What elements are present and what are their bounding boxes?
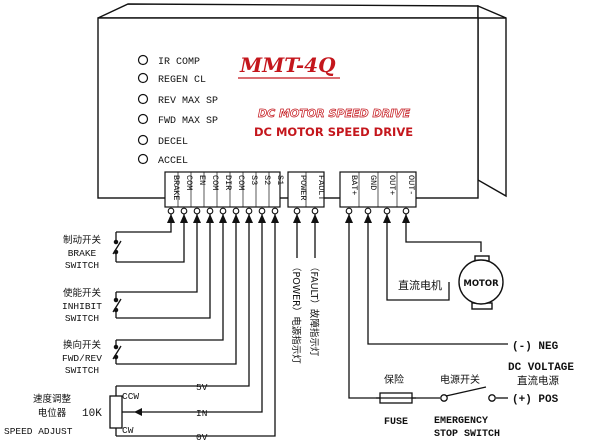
pot-label: FWD MAX SP <box>158 116 218 127</box>
brake-switch-en1: BRAKE <box>68 248 97 259</box>
estop-label-2: STOP SWITCH <box>434 429 500 440</box>
pot-label: ACCEL <box>158 156 188 167</box>
pot-cn1: 速度调整 <box>33 393 72 405</box>
switch-symbol[interactable] <box>112 232 122 262</box>
pot-decel[interactable] <box>137 134 149 146</box>
pot-cw: CW <box>122 425 134 436</box>
terminal-label: OUT- <box>406 175 416 195</box>
pot-rev-max-sp[interactable] <box>137 93 149 105</box>
neg-label: (-) NEG <box>512 341 559 353</box>
pos-label: (+) POS <box>512 394 559 406</box>
direction-switch: 换向开关 FWD/REV SWITCH <box>62 339 122 376</box>
terminal-label: BRAKE <box>171 175 181 201</box>
terminal-label: OUT+ <box>387 175 397 195</box>
inhibit-switch-cn: 使能开关 <box>63 287 102 299</box>
pot-list: IR COMP REGEN CL REV MAX SP FWD MAX SP D… <box>137 54 218 167</box>
dc-voltage-label: DC VOLTAGE <box>508 362 574 374</box>
terminal-label: EN <box>197 175 207 185</box>
drive-housing <box>97 3 507 199</box>
inhibit-switch-en1: INHIBIT <box>62 301 102 312</box>
terminal-block-power: BAT+ GND OUT+ OUT- <box>339 171 417 208</box>
inhibit-switch: 使能开关 INHIBIT SWITCH <box>62 287 122 324</box>
terminal-label: S1 <box>275 175 285 185</box>
terminal-label: COM <box>184 175 194 190</box>
power-led-label: （POWER）电源指示灯 <box>290 262 302 364</box>
pot-accel[interactable] <box>137 153 149 165</box>
subtitle-outline: DC MOTOR SPEED DRIVE <box>258 107 411 120</box>
power-switch-cn: 电源开关 <box>440 373 480 386</box>
pot-label: REGEN CL <box>158 75 206 86</box>
motor-cn: 直流电机 <box>398 278 442 292</box>
arrows <box>134 214 410 416</box>
pot-5v: 5V <box>196 382 208 393</box>
pot-label: REV MAX SP <box>158 96 218 107</box>
direction-switch-en1: FWD/REV <box>62 353 102 364</box>
brake-switch: 制动开关 BRAKE SWITCH <box>63 232 122 271</box>
terminal-label: FAULT <box>316 175 326 201</box>
model-title: MMT-4Q <box>239 53 336 77</box>
speed-potentiometer: 速度调整 电位器 10K SPEED ADJUST CCW CW 5V IN 0… <box>4 382 208 443</box>
pot-ir-comp[interactable] <box>137 54 149 66</box>
pot-0v: 0V <box>196 432 208 443</box>
pot-in: IN <box>196 408 207 419</box>
terminal-label: S2 <box>262 175 272 185</box>
terminal-label: POWER <box>298 175 308 201</box>
emergency-switch[interactable] <box>440 386 496 402</box>
terminal-label: S3 <box>249 175 259 185</box>
direction-switch-cn: 换向开关 <box>63 339 102 351</box>
fault-led-label: （FAULT）故障指示灯 <box>308 262 320 357</box>
screw-terminals <box>167 207 410 215</box>
fuse-symbol <box>376 392 416 404</box>
resistor-symbol[interactable] <box>109 386 134 436</box>
brake-switch-cn: 制动开关 <box>63 234 102 246</box>
terminal-label: DIR <box>223 175 233 190</box>
direction-switch-en2: SWITCH <box>65 365 99 376</box>
pot-en: SPEED ADJUST <box>4 426 73 437</box>
pot-ccw: CCW <box>122 391 139 402</box>
fuse-label: FUSE <box>384 417 408 428</box>
motor-label: MOTOR <box>463 279 499 289</box>
pot-label: IR COMP <box>158 57 200 68</box>
estop-label-1: EMERGENCY <box>434 416 488 427</box>
dc-motor: 直流电机 MOTOR <box>398 255 504 310</box>
terminal-label: GND <box>368 175 378 190</box>
brake-switch-en2: SWITCH <box>65 260 99 271</box>
terminal-label: BAT+ <box>349 175 359 195</box>
terminal-block-signal: BRAKE COM EN COM DIR COM S3 S2 S1 <box>164 171 285 208</box>
pot-cn2: 电位器 <box>38 407 67 419</box>
inhibit-switch-en2: SWITCH <box>65 313 99 324</box>
pot-regen-cl[interactable] <box>137 72 149 84</box>
fuse-cn: 保险 <box>384 373 404 386</box>
pot-value: 10K <box>82 408 102 420</box>
subtitle: DC MOTOR SPEED DRIVE <box>254 125 413 139</box>
terminal-label: COM <box>236 175 246 190</box>
switch-symbol[interactable] <box>112 292 122 318</box>
dc-voltage-cn: 直流电源 <box>517 374 559 387</box>
pot-label: DECEL <box>158 137 188 148</box>
terminal-label: COM <box>210 175 220 190</box>
switch-symbol[interactable] <box>112 340 122 364</box>
wires <box>116 214 508 437</box>
terminal-block-led: POWER FAULT <box>287 171 326 208</box>
pot-fwd-max-sp[interactable] <box>137 113 149 125</box>
